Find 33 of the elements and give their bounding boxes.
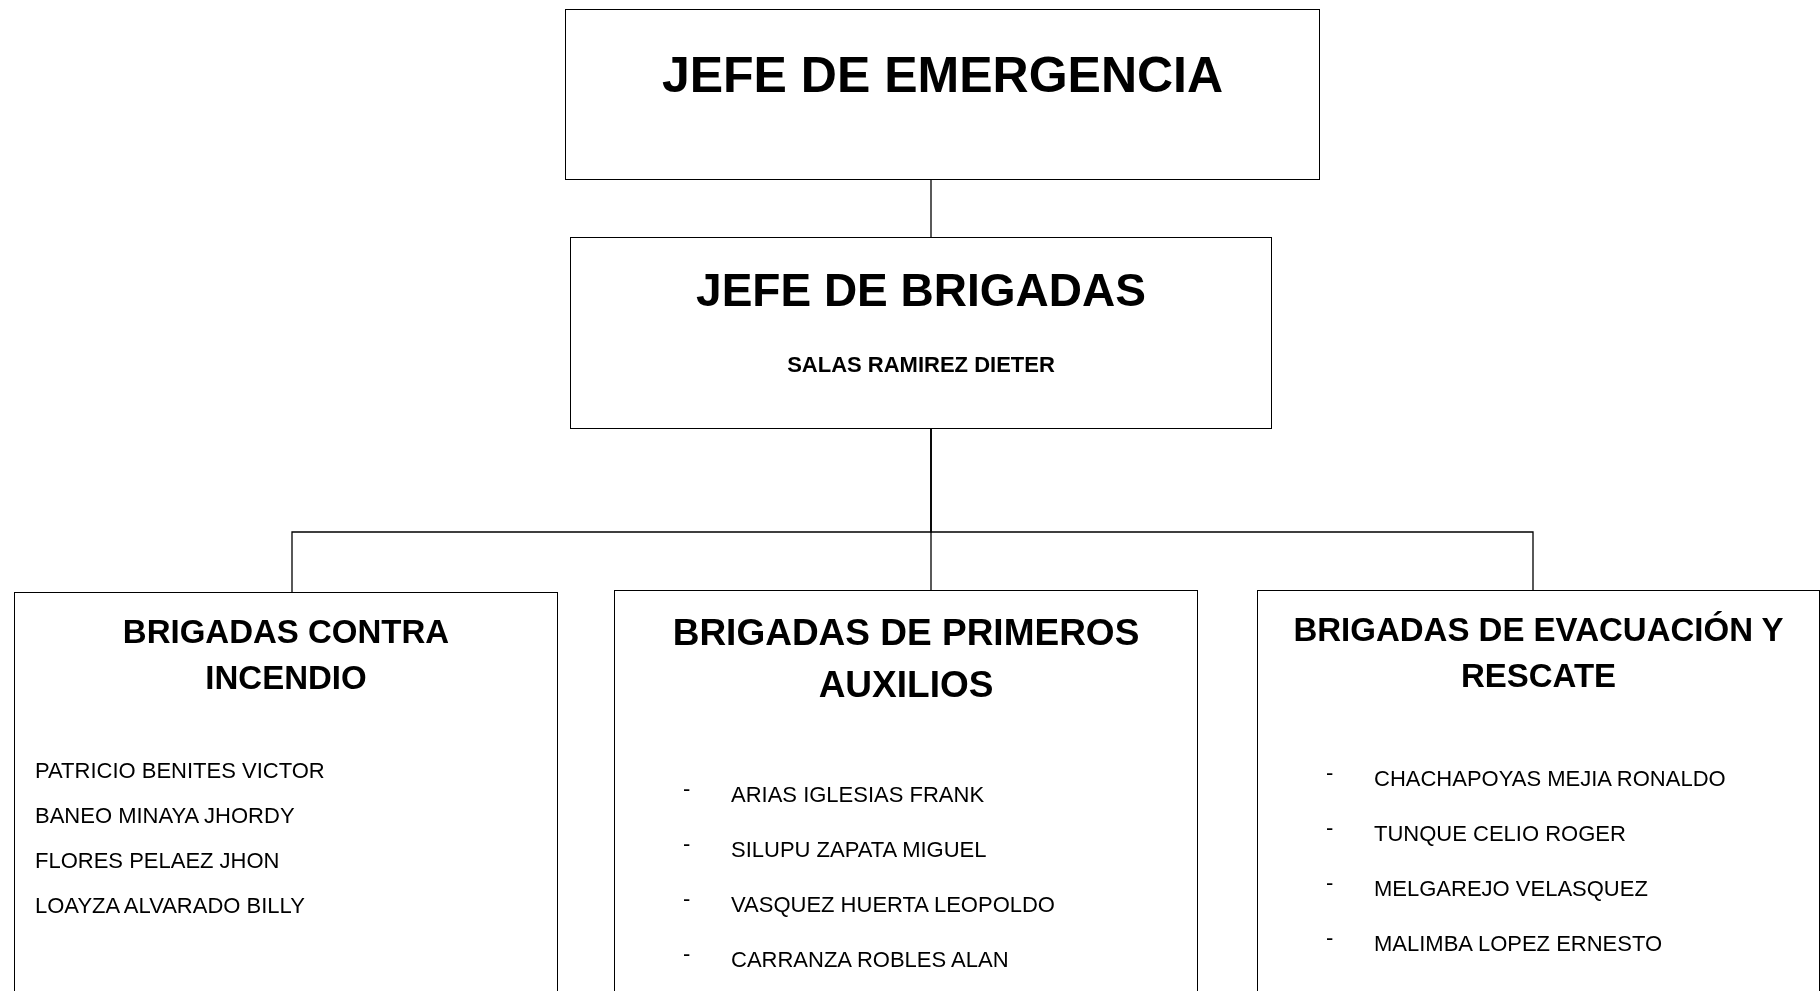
box-title: BRIGADAS DE PRIMEROS AUXILIOS <box>671 611 1141 707</box>
list-dash: - <box>1326 871 1335 896</box>
box-title: JEFE DE EMERGENCIA <box>660 46 1225 105</box>
list-dash: - <box>683 776 692 801</box>
box-title: BRIGADAS CONTRA INCENDIO <box>121 612 451 699</box>
box-title: BRIGADAS DE EVACUACIÓN Y RESCATE <box>1292 610 1785 697</box>
org-box <box>614 590 1198 991</box>
member-name: BANEO MINAYA JHORDY <box>35 804 295 829</box>
member-name: PATRICIO BENITES VICTOR <box>35 759 325 784</box>
member-name: MELGAREJO VELASQUEZ <box>1374 877 1648 902</box>
list-dash: - <box>683 941 692 966</box>
list-dash: - <box>683 831 692 856</box>
person-name: SALAS RAMIREZ DIETER <box>786 352 1056 379</box>
connector-line <box>930 179 932 238</box>
org-box <box>565 9 1320 180</box>
org-box <box>14 592 558 991</box>
member-name: VASQUEZ HUERTA LEOPOLDO <box>731 892 1055 917</box>
member-name: SILUPU ZAPATA MIGUEL <box>731 837 987 862</box>
member-name: CHACHAPOYAS MEJIA RONALDO <box>1374 767 1726 792</box>
member-name: MALIMBA LOPEZ ERNESTO <box>1374 932 1663 957</box>
list-dash: - <box>1326 816 1335 841</box>
org-box <box>1257 590 1820 991</box>
connector-line <box>930 428 1534 591</box>
member-name: FLORES PELAEZ JHON <box>35 849 280 874</box>
member-name: ARIAS IGLESIAS FRANK <box>731 782 985 807</box>
member-name: LOAYZA ALVARADO BILLY <box>35 894 305 919</box>
box-title: JEFE DE BRIGADAS <box>695 263 1147 318</box>
member-name: CARRANZA ROBLES ALAN <box>731 947 1009 972</box>
list-dash: - <box>1326 761 1335 786</box>
member-name: TUNQUE CELIO ROGER <box>1374 822 1626 847</box>
org-box <box>570 237 1272 429</box>
list-dash: - <box>1326 926 1335 951</box>
list-dash: - <box>683 886 692 911</box>
